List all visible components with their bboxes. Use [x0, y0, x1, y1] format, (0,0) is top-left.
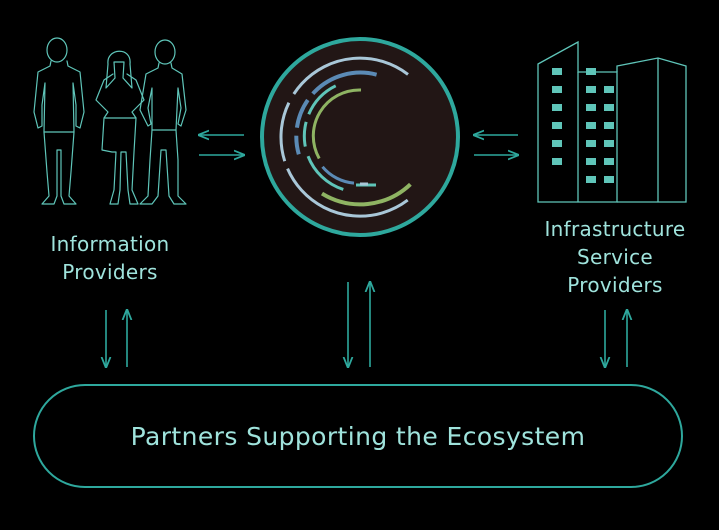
arrows [106, 135, 627, 367]
person-2-icon [95, 50, 145, 205]
partners-label: Partners Supporting the Ecosystem [130, 421, 586, 451]
person-3-icon [139, 39, 187, 205]
circular-arcs-logo [279, 56, 412, 218]
buildings-icon [537, 40, 687, 203]
label-line: Providers [62, 260, 158, 284]
hub-circle [260, 37, 460, 237]
person-1-icon [33, 37, 85, 205]
building-windows [552, 68, 614, 183]
logo-arc-teal [302, 84, 351, 193]
label-line: Infrastructure [544, 217, 686, 241]
information-providers-label: Information Providers [20, 230, 200, 286]
infrastructure-service-providers-label: Infrastructure Service Providers [525, 215, 705, 299]
label-line: Service [576, 245, 654, 269]
label-line: Providers [567, 273, 663, 297]
logo-arc-pale-outer [279, 56, 409, 218]
logo-arc-blue-inner [321, 165, 355, 185]
logo-arc-blue [294, 70, 378, 155]
logo-arc-green-inner [311, 88, 362, 160]
label-line: Information [50, 232, 170, 256]
people-icon [33, 37, 187, 205]
partners-box: Partners Supporting the Ecosystem [33, 384, 683, 488]
logo-arc-green [320, 182, 412, 207]
